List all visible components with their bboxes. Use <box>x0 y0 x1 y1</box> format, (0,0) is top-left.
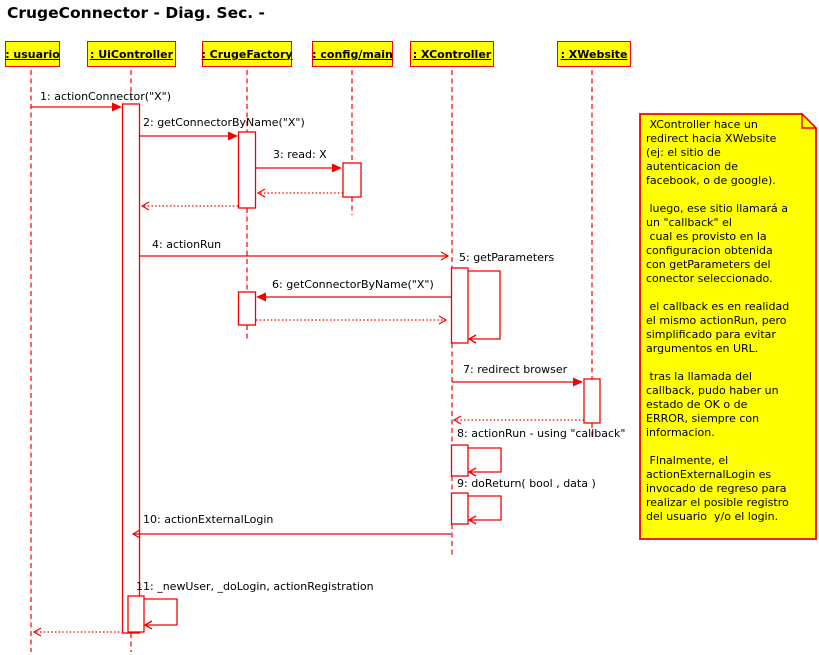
lifelines <box>30 70 593 652</box>
arrowhead-open-self11 <box>143 620 153 630</box>
message-1-label: 1: actionConnector("X") <box>40 90 172 103</box>
message-3-label: 3: read: X <box>273 148 327 161</box>
call-messages <box>31 106 575 539</box>
actor-label: : config/main <box>312 47 393 61</box>
arrowhead-message6 <box>256 292 266 302</box>
arrowhead-open-return2 <box>140 201 150 211</box>
activation-xcontroller-9 <box>450 492 469 525</box>
activation-crugefactory-2 <box>237 291 257 326</box>
actor-box-usuario: : usuario <box>5 41 60 67</box>
activation-bars <box>121 103 601 634</box>
diagram-title: CrugeConnector - Diag. Sec. - <box>7 4 265 22</box>
arrowhead-open-message10 <box>131 529 141 539</box>
actor-label: : XController <box>412 47 492 61</box>
return-arrowheads <box>32 188 462 637</box>
activation-uicontroller-main <box>121 103 141 634</box>
self-call-doreturn <box>468 495 502 521</box>
arrowhead-open-return7 <box>452 415 462 425</box>
arrowhead-message7 <box>573 377 583 387</box>
arrowhead-open-self5 <box>467 334 477 344</box>
actor-label: : usuario <box>5 47 60 61</box>
arrowhead-message1 <box>112 102 122 112</box>
actor-label: : UiController <box>89 47 174 61</box>
message-9-label: 9: doReturn( bool , data ) <box>457 477 596 490</box>
activation-xcontroller-5 <box>450 267 469 344</box>
actor-label: : CrugeFactory <box>201 47 293 61</box>
self-call-getparameters <box>468 270 501 340</box>
arrowhead-open-return3 <box>256 188 266 198</box>
arrowhead-open-message4 <box>440 251 450 261</box>
message-8-label: 8: actionRun - using "callback" <box>457 427 626 440</box>
activation-crugefactory-1 <box>237 131 257 209</box>
note-fold-corner <box>801 113 817 129</box>
actor-box-crugefactory: : CrugeFactory <box>201 41 293 67</box>
arrowhead-open-self8 <box>467 467 477 477</box>
self-call-actionrun-callback <box>468 447 502 473</box>
arrowhead-open-return-final <box>32 627 42 637</box>
arrowhead-message2 <box>228 131 238 141</box>
activation-xwebsite <box>583 378 601 424</box>
message-2-label: 2: getConnectorByName("X") <box>143 116 305 129</box>
actor-label: : XWebsite <box>560 47 628 61</box>
arrowhead-message3 <box>332 163 342 173</box>
arrowhead-open-return6 <box>438 315 448 325</box>
actor-box-configmain: : config/main <box>312 41 393 67</box>
note-text: XController hace un redirect hacia XWebs… <box>646 118 790 523</box>
message-7-label: 7: redirect browser <box>463 363 568 376</box>
activation-configmain <box>342 162 362 198</box>
note: XController hace un redirect hacia XWebs… <box>639 113 817 541</box>
activation-xcontroller-8 <box>450 444 469 477</box>
self-call-loops <box>143 270 502 630</box>
note-shape <box>639 113 817 540</box>
arrowhead-open-self9 <box>467 515 477 525</box>
filled-arrowheads <box>112 102 583 387</box>
message-4-label: 4: actionRun <box>152 238 222 251</box>
note-body <box>639 113 817 540</box>
actor-box-xcontroller: : XController <box>410 41 494 67</box>
return-messages <box>34 192 584 633</box>
message-10-label: 10: actionExternalLogin <box>143 513 274 526</box>
actor-box-uicontroller: : UiController <box>87 41 176 67</box>
message-6-label: 6: getConnectorByName("X") <box>272 278 434 291</box>
actor-box-xwebsite: : XWebsite <box>557 41 631 67</box>
activation-uicontroller-nested <box>127 595 145 633</box>
self-call-newuser <box>144 598 178 626</box>
message-11-label: 11: _newUser, _doLogin, actionRegistrati… <box>136 580 374 593</box>
message-5-label: 5: getParameters <box>459 251 555 264</box>
